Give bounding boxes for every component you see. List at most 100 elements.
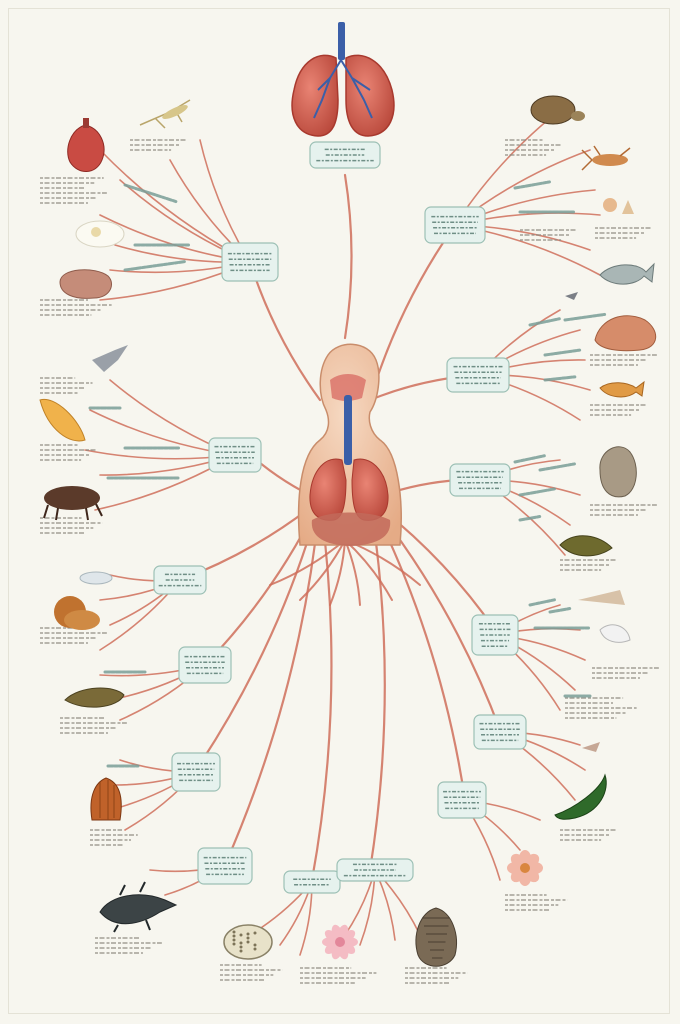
turtle-shell [530, 95, 576, 125]
caption-text-19 [505, 894, 568, 911]
fish-body [599, 262, 655, 285]
pink-center [335, 937, 345, 947]
bell-jar-icon [90, 777, 122, 821]
caption-text-1 [40, 299, 112, 316]
lower-branch-3 [344, 539, 361, 606]
bell-jar-ribs [99, 780, 115, 820]
diaphragm [311, 512, 391, 546]
caption-text-20 [220, 964, 283, 981]
organ-body [67, 124, 105, 172]
lion-icon [54, 596, 100, 630]
cucumber-body [554, 773, 607, 820]
caption-text-3 [505, 139, 563, 156]
branch-top [343, 173, 353, 340]
branch-label-2 [123, 260, 186, 272]
branch-label-12 [513, 454, 546, 464]
illustrations [39, 22, 657, 967]
node-lower-left [178, 646, 232, 684]
label-stroke [518, 487, 556, 497]
branch-label-7 [543, 348, 582, 357]
node-mid-right [446, 357, 510, 393]
caption-text-18 [95, 937, 162, 954]
left-lung [291, 54, 339, 137]
node-upper-left [221, 242, 279, 282]
bird-icon [92, 345, 128, 372]
owl-icon [599, 446, 637, 498]
insect-icon [139, 99, 191, 129]
mammal-body [44, 486, 100, 510]
crawfish-body [592, 154, 628, 166]
label-stroke [543, 375, 577, 382]
petri-dot [232, 930, 236, 934]
label-stroke [528, 598, 556, 607]
lower-branch-0 [269, 539, 346, 586]
caption-text-17 [90, 829, 138, 846]
lower-branch-2 [329, 539, 346, 606]
petri-dot [246, 940, 250, 944]
white-moth [599, 624, 631, 643]
node-box [437, 781, 487, 819]
seed-pod-icon [559, 535, 613, 557]
flower-icon [507, 850, 543, 886]
node-lower-right [471, 614, 519, 656]
jellyfish-body [79, 571, 113, 585]
node-box [449, 463, 511, 497]
node-box [208, 437, 262, 473]
branch-label-8 [543, 375, 577, 382]
goldfish-icon [599, 380, 645, 398]
tissue-body [59, 269, 112, 299]
petri-dot [246, 932, 250, 936]
node-mid-left [208, 437, 262, 473]
main-branch-5 [223, 498, 322, 867]
node-box [473, 714, 527, 750]
meat-icon [594, 315, 657, 352]
main-branch-13 [368, 223, 457, 402]
petri-dot [253, 947, 257, 951]
label-stroke [123, 260, 186, 272]
caption-text-2 [130, 139, 188, 151]
bird-body [92, 345, 128, 372]
caption-text-9 [40, 517, 103, 534]
node-box [424, 206, 486, 244]
caption-text-10 [590, 404, 648, 416]
moth-icon [578, 590, 631, 643]
branch-labels [88, 180, 607, 768]
caption-text-12 [560, 559, 618, 571]
branch-label-3 [513, 180, 551, 190]
node-left [153, 565, 207, 595]
shell-b [622, 200, 634, 214]
node-box [283, 870, 341, 894]
turtle-icon [530, 95, 585, 125]
caption-text-13 [40, 627, 107, 644]
petri-dot [239, 949, 243, 953]
caption-text-21 [300, 967, 377, 984]
petri-dot [253, 931, 257, 935]
shell-a [603, 198, 617, 212]
caption-text-16 [560, 829, 618, 841]
larva-icon [64, 687, 125, 708]
label-stroke [513, 180, 551, 190]
organ-icon [67, 118, 105, 172]
seed-pod-body [559, 535, 613, 557]
caption-text-5 [595, 227, 653, 239]
node-box [197, 847, 253, 885]
leaf-body [39, 398, 86, 442]
label-stroke [513, 454, 546, 464]
label-stroke [563, 312, 607, 322]
node-bottom-right [473, 714, 527, 750]
label-stroke [548, 607, 572, 614]
mammal-icon [43, 486, 103, 521]
node-bottom-right-2 [437, 781, 487, 819]
turtle-head [571, 111, 585, 121]
larva-body [64, 687, 125, 708]
branch-label-20 [548, 607, 572, 614]
caption-text-23 [592, 667, 659, 679]
mammal-legs [43, 503, 103, 521]
flower-center [520, 863, 530, 873]
pinecone-icon [415, 907, 457, 967]
node-bottom-center [283, 870, 341, 894]
nasal-cavity [330, 374, 366, 401]
branch-label-14 [518, 515, 542, 522]
node-upper-right [424, 206, 486, 244]
